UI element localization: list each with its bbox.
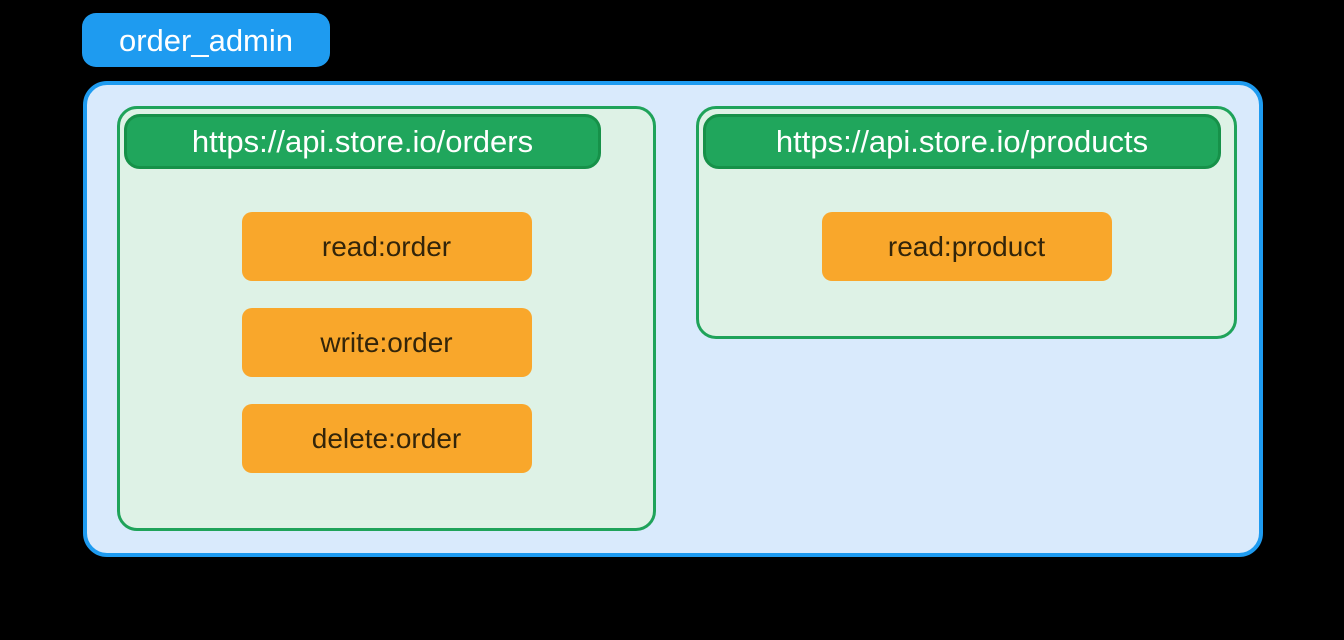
role-label: order_admin — [118, 22, 294, 58]
resource-panel-orders: https://api.store.io/orders read:order w… — [117, 106, 656, 531]
scope-chip-write-order: write:order — [241, 308, 532, 377]
scope-chip-delete-order: delete:order — [241, 404, 532, 473]
scope-chip-read-product: read:product — [821, 212, 1112, 281]
resource-url-badge-orders: https://api.store.io/orders — [124, 114, 601, 169]
permissions-container: https://api.store.io/orders read:order w… — [83, 81, 1263, 557]
scope-list-orders: read:order write:order delete:order — [120, 212, 653, 473]
scope-chip-read-order: read:order — [241, 212, 532, 281]
resource-url-label: https://api.store.io/products — [775, 124, 1149, 159]
resource-url-badge-products: https://api.store.io/products — [703, 114, 1221, 169]
resource-url-label: https://api.store.io/orders — [191, 124, 534, 159]
role-badge: order_admin — [82, 13, 330, 67]
scope-list-products: read:product — [699, 212, 1234, 281]
resource-panel-products: https://api.store.io/products read:produ… — [696, 106, 1237, 339]
